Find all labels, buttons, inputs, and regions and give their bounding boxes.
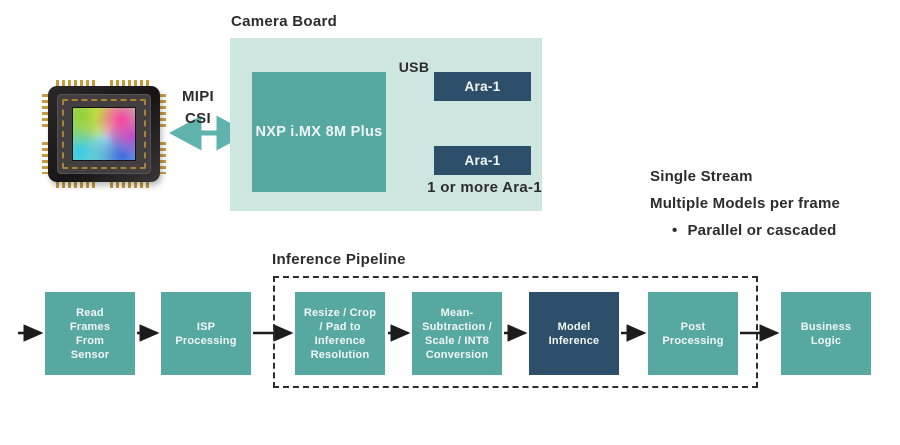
stage-model-inference: Model Inference <box>529 292 619 375</box>
note-bullet-item: • Parallel or cascaded <box>650 222 840 239</box>
ara1-box-bottom: Ara-1 <box>434 146 531 175</box>
ara1-box-top: Ara-1 <box>434 72 531 101</box>
sensor-color-array <box>72 107 136 161</box>
image-sensor-chip-illustration <box>42 80 166 188</box>
chip-bond-pads <box>62 99 146 169</box>
soc-box-nxp-imx8mplus: NXP i.MX 8M Plus <box>252 72 386 192</box>
ara1-count-caption: 1 or more Ara-1 <box>427 179 542 196</box>
note-single-stream: Single Stream <box>650 168 753 185</box>
camera-board-title: Camera Board <box>231 13 338 30</box>
chip-pins-top <box>56 80 152 88</box>
chip-pins-left <box>42 94 50 174</box>
usb-label: USB <box>398 59 430 75</box>
stage-business-logic: Business Logic <box>781 292 871 375</box>
stream-notes: Single Stream Multiple Models per frame … <box>650 168 840 249</box>
chip-pins-bottom <box>56 180 152 188</box>
chip-body <box>48 86 160 182</box>
inference-pipeline-title: Inference Pipeline <box>272 251 406 268</box>
chip-pins-right <box>158 94 166 174</box>
chip-substrate <box>57 94 151 174</box>
mipi-csi-label: MIPI CSI <box>181 88 215 127</box>
note-bullet-text: Parallel or cascaded <box>687 222 837 239</box>
note-multiple-models: Multiple Models per frame <box>650 195 841 212</box>
bullet-icon: • <box>672 222 678 239</box>
stage-post-processing: Post Processing <box>648 292 738 375</box>
stage-isp-processing: ISP Processing <box>161 292 251 375</box>
stage-mean-subtraction: Mean- Subtraction / Scale / INT8 Convers… <box>412 292 502 375</box>
stage-resize-crop-pad: Resize / Crop / Pad to Inference Resolut… <box>295 292 385 375</box>
stage-read-frames: Read Frames From Sensor <box>45 292 135 375</box>
